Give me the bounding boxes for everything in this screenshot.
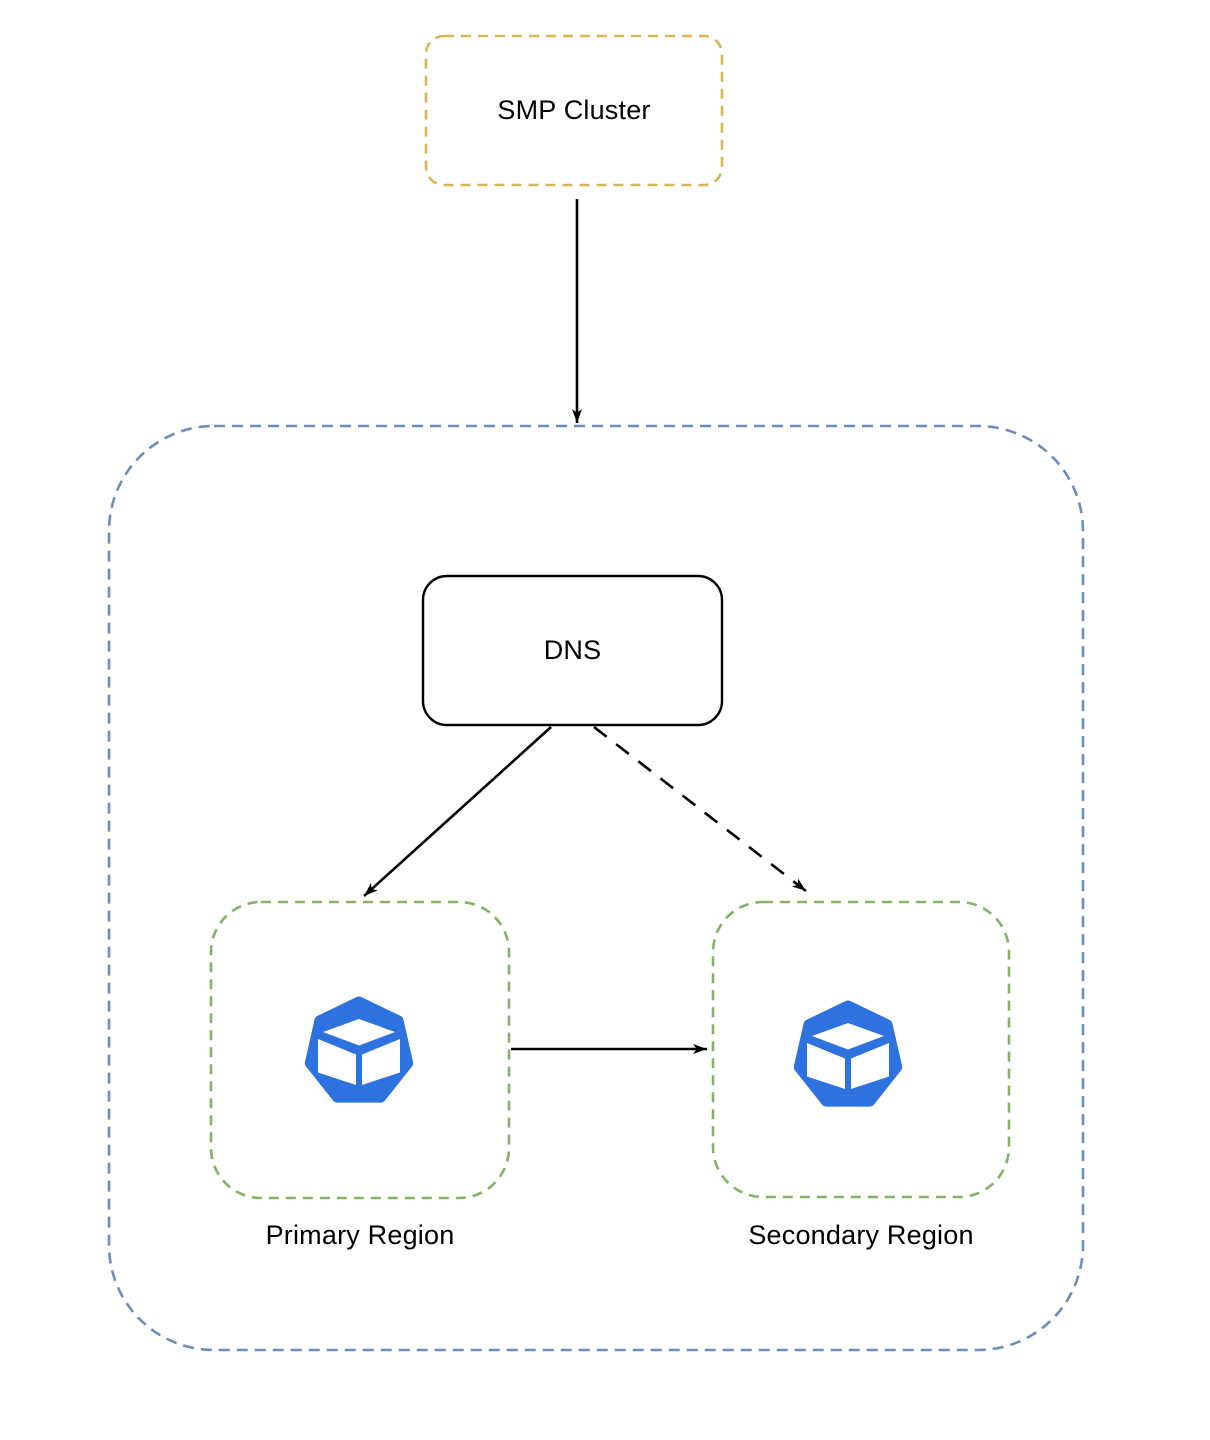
- region-container-box: [107, 424, 1085, 1352]
- arrow-dns-to-secondary: [593, 725, 807, 893]
- secondary-cluster-icon: [799, 1006, 896, 1101]
- primary-region-label: Primary Region: [265, 1220, 455, 1250]
- dns-label: DNS: [543, 635, 602, 665]
- primary-cluster-icon: [310, 1002, 407, 1097]
- smp-cluster-box: [424, 34, 724, 187]
- smp-cluster-label: SMP Cluster: [497, 95, 651, 125]
- secondary-region-label: Secondary Region: [748, 1220, 974, 1250]
- dns-box: [421, 574, 724, 727]
- arrow-dns-to-primary: [363, 726, 552, 897]
